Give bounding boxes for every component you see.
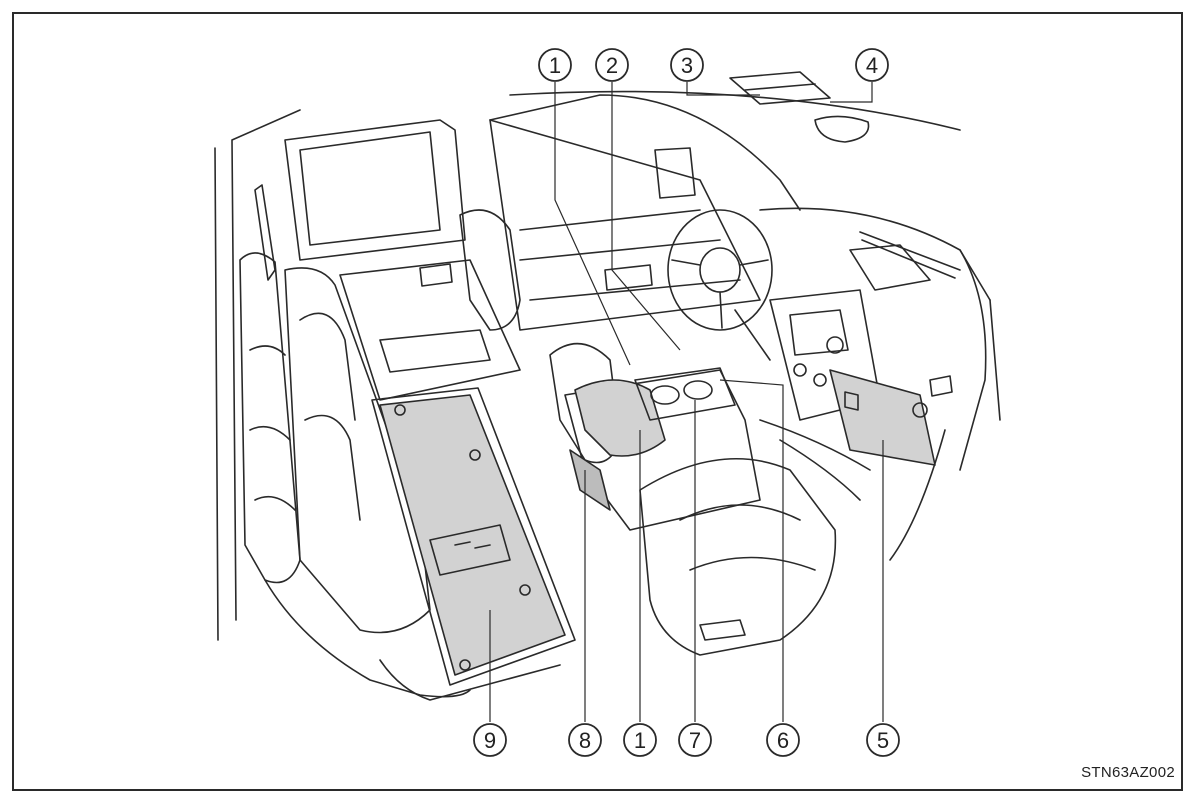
center-display (790, 310, 848, 355)
rear-door-handle (420, 264, 452, 286)
callout-8: 8 (569, 724, 601, 756)
callout-2: 2 (596, 49, 628, 81)
callouts: 1 2 3 4 9 8 1 7 (474, 49, 899, 756)
roof-line (510, 92, 960, 130)
rear-seatbelt (255, 185, 275, 280)
callout-5: 5 (867, 724, 899, 756)
leader-line-1-top (555, 82, 630, 365)
side-vent (930, 376, 952, 396)
front-door-panel (490, 120, 760, 330)
console-side-pocket (570, 450, 610, 510)
steering-wheel (668, 210, 772, 330)
callout-label: 4 (866, 53, 878, 78)
leader-line-6 (720, 380, 783, 722)
dash-knob (794, 364, 806, 376)
callout-label: 1 (634, 728, 646, 753)
callout-label: 3 (681, 53, 693, 78)
dashboard-top (760, 208, 990, 300)
callout-4: 4 (856, 49, 888, 81)
steering-hub (700, 248, 740, 292)
callout-label: 5 (877, 728, 889, 753)
rearview-mirror (815, 116, 869, 142)
seat-lever (700, 620, 745, 640)
rear-cab-wall (285, 120, 465, 260)
rear-seat-back (240, 253, 300, 583)
callout-6: 6 (767, 724, 799, 756)
under-seat-storage-tray (380, 395, 565, 675)
callout-7: 7 (679, 724, 711, 756)
cup-holder (684, 381, 712, 399)
steering-spokes (672, 260, 768, 328)
front-door-frame (490, 95, 800, 210)
callout-3: 3 (671, 49, 703, 81)
callout-1-bottom: 1 (624, 724, 656, 756)
callout-label: 8 (579, 728, 591, 753)
leader-line-4 (830, 82, 872, 102)
front-seat-stitching (680, 505, 815, 570)
dash-knob (814, 374, 826, 386)
callout-label: 2 (606, 53, 618, 78)
callout-label: 6 (777, 728, 789, 753)
cup-holder (651, 386, 679, 404)
callout-1-top: 1 (539, 49, 571, 81)
figure-code: STN63AZ002 (1081, 764, 1175, 781)
callout-label: 1 (549, 53, 561, 78)
callout-label: 9 (484, 728, 496, 753)
callout-9: 9 (474, 724, 506, 756)
dashboard-vent-strip (860, 232, 960, 278)
left-pillar (215, 110, 300, 640)
rear-window-headrest (300, 132, 440, 245)
callout-label: 7 (689, 728, 701, 753)
front-seat-cushion (640, 459, 835, 655)
rear-seat-cushion-side (300, 313, 360, 520)
rear-door-pocket (380, 330, 490, 372)
